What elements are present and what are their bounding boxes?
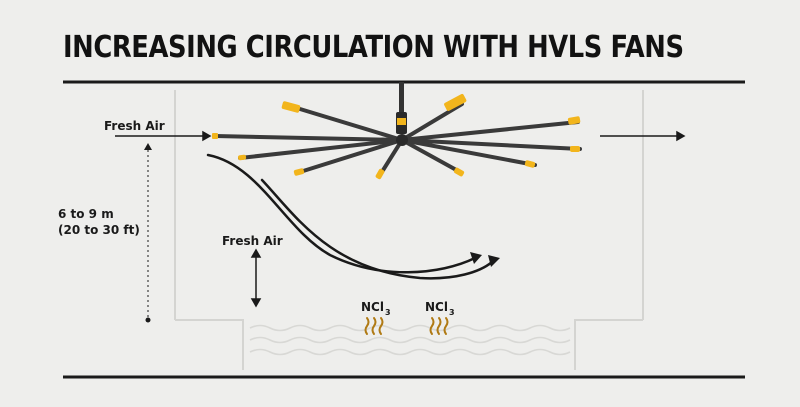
double-arrow-vertical-icon — [250, 248, 262, 308]
air-flow-curves — [206, 153, 494, 280]
height-imperial-label: (20 to 30 ft) — [58, 223, 140, 237]
height-dimension — [144, 143, 152, 323]
chemical-1-main: NCl — [361, 300, 384, 314]
height-label: 6 to 9 m (20 to 30 ft) — [58, 206, 140, 238]
chemical-1-subscript: 3 — [384, 308, 391, 317]
steam-icon — [364, 317, 384, 335]
room-outline — [174, 90, 644, 370]
fresh-air-label-middle: Fresh Air — [222, 234, 283, 248]
arrow-right-icon — [600, 130, 686, 142]
chemical-2-main: NCl — [425, 300, 448, 314]
pool-water — [249, 324, 571, 356]
height-metric-label: 6 to 9 m — [58, 207, 114, 221]
chemical-label-1: NCl3 — [361, 300, 391, 317]
hvls-fan-icon — [212, 82, 582, 180]
arrow-right-icon — [115, 130, 212, 142]
arrow-right-icon — [470, 252, 500, 267]
chemical-label-2: NCl3 — [425, 300, 455, 317]
page-title: INCREASING CIRCULATION WITH HVLS FANS — [63, 30, 684, 65]
chemical-2-subscript: 3 — [448, 308, 455, 317]
fresh-air-label-top: Fresh Air — [104, 119, 165, 133]
steam-icon — [429, 317, 449, 335]
